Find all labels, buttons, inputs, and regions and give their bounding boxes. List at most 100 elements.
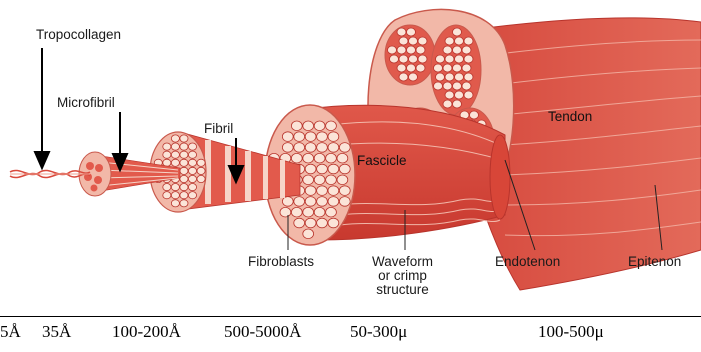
cell: [416, 64, 425, 72]
cell: [455, 73, 464, 81]
cell: [280, 207, 291, 217]
cell: [163, 184, 171, 191]
cell: [434, 64, 443, 72]
cell: [328, 218, 339, 228]
cell: [303, 175, 314, 185]
cell: [171, 143, 179, 150]
cell: [397, 28, 406, 36]
cell: [462, 46, 471, 54]
cell: [434, 82, 443, 90]
cell: [197, 167, 205, 174]
cell: [328, 186, 339, 196]
cell: [317, 143, 328, 153]
cell: [453, 100, 462, 108]
cell: [409, 37, 418, 45]
cell: [314, 207, 325, 217]
cell: [188, 151, 196, 158]
cell: [291, 207, 302, 217]
cell: [407, 46, 416, 54]
cell: [339, 164, 350, 174]
cell: [294, 197, 305, 207]
cell: [188, 159, 196, 166]
cell: [303, 121, 314, 131]
cell: [317, 218, 328, 228]
cell: [326, 175, 337, 185]
cell: [180, 192, 188, 199]
cell: [305, 186, 316, 196]
cell: [337, 175, 348, 185]
cell: [305, 132, 316, 142]
cell: [445, 37, 454, 45]
cell: [314, 175, 325, 185]
cell: [436, 55, 445, 63]
cell: [388, 46, 397, 54]
label-fibril: Fibril: [204, 122, 233, 136]
cell: [455, 91, 464, 99]
label-fibroblasts: Fibroblasts: [248, 255, 314, 269]
label-waveform: Waveform or crimp structure: [372, 255, 433, 298]
cell: [464, 73, 473, 81]
cell: [317, 197, 328, 207]
cell: [317, 164, 328, 174]
cell: [399, 37, 408, 45]
cell: [282, 197, 293, 207]
cell: [399, 55, 408, 63]
cell: [397, 46, 406, 54]
cell: [453, 28, 462, 36]
cell: [328, 197, 339, 207]
cell: [443, 46, 452, 54]
cell: [409, 73, 418, 81]
cell: [445, 91, 454, 99]
cell: [171, 159, 179, 166]
cell: [399, 73, 408, 81]
cell: [180, 175, 188, 182]
cell: [171, 135, 179, 142]
cell: [436, 73, 445, 81]
cell: [455, 37, 464, 45]
label-endotenon: Endotenon: [495, 255, 560, 269]
cell: [328, 132, 339, 142]
cell: [339, 197, 350, 207]
label-epitenon: Epitenon: [628, 255, 681, 269]
scale-tendon: 100-500μ: [538, 322, 604, 342]
cell: [470, 111, 479, 119]
cell: [416, 46, 425, 54]
cell: [180, 200, 188, 207]
cell: [453, 46, 462, 54]
cell: [339, 143, 350, 153]
cell: [453, 64, 462, 72]
cell: [418, 37, 427, 45]
cell: [390, 55, 399, 63]
fascicle-bundle: [265, 105, 510, 245]
scale-tropocollagen: 5Å: [0, 322, 21, 342]
cell: [180, 135, 188, 142]
cell: [407, 28, 416, 36]
cell: [171, 151, 179, 158]
cell: [305, 143, 316, 153]
cell: [317, 186, 328, 196]
cell: [294, 218, 305, 228]
cell: [303, 153, 314, 163]
cell: [305, 197, 316, 207]
cell: [462, 64, 471, 72]
cell: [294, 143, 305, 153]
cell: [464, 55, 473, 63]
cell: [188, 184, 196, 191]
cell: [294, 132, 305, 142]
cell: [188, 192, 196, 199]
scale-fibril-bundle: 500-5000Å: [224, 322, 301, 342]
cell: [291, 121, 302, 131]
cell: [317, 132, 328, 142]
cell: [188, 175, 196, 182]
cell: [407, 64, 416, 72]
scale-fibril: 100-200Å: [112, 322, 181, 342]
cell: [464, 91, 473, 99]
cell: [337, 153, 348, 163]
cell: [180, 167, 188, 174]
cell: [464, 37, 473, 45]
cell: [397, 64, 406, 72]
cell: [282, 132, 293, 142]
cell: [303, 207, 314, 217]
